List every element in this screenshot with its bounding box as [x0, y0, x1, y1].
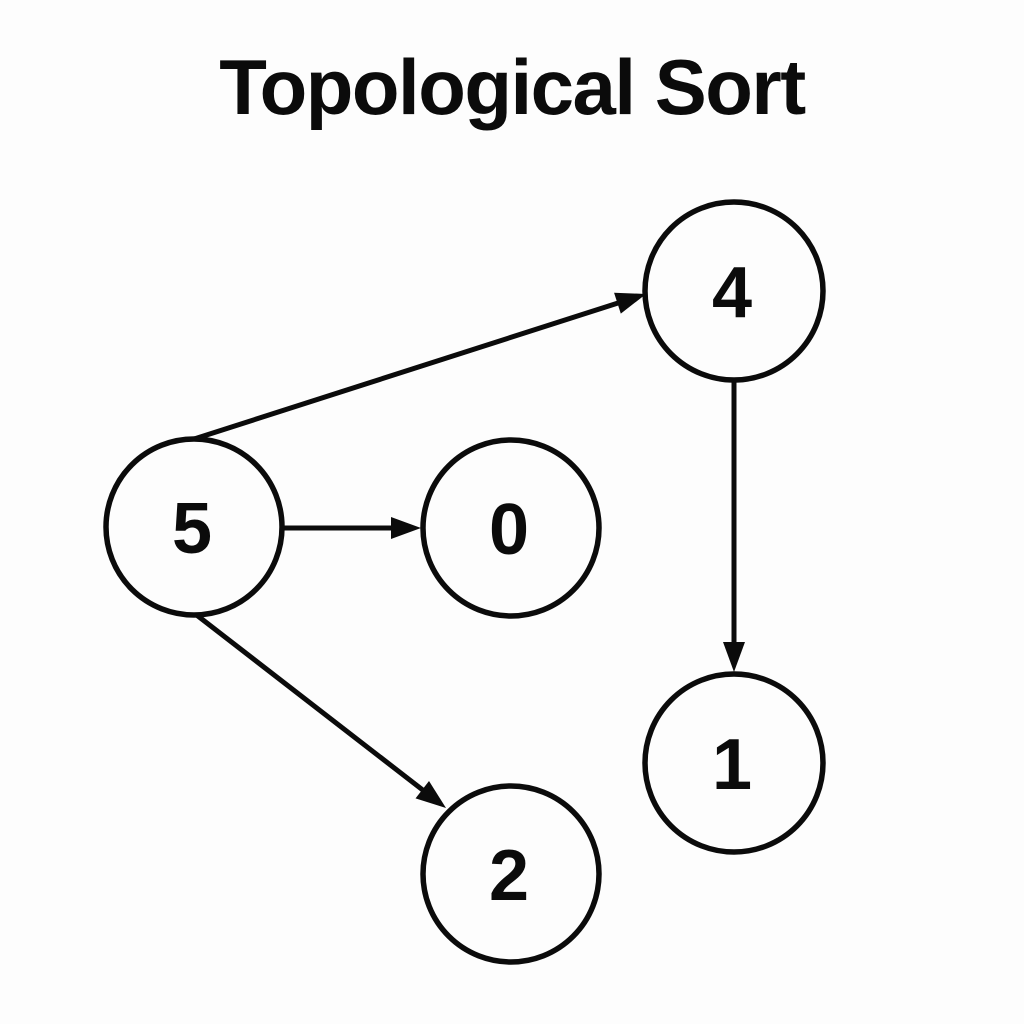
graph-edge-5-to-0[interactable]	[283, 517, 421, 539]
graph-node-2[interactable]: 2	[420, 783, 602, 965]
graph-node-5[interactable]: 5	[103, 436, 285, 618]
node-label: 0	[489, 490, 529, 570]
node-label: 5	[172, 489, 212, 569]
node-label: 4	[712, 253, 752, 333]
node-circle[interactable]	[642, 671, 826, 855]
nodes-layer: 5 0 4 1 2	[103, 199, 826, 965]
page-title: Topological Sort	[219, 43, 806, 131]
edges-layer	[190, 292, 745, 808]
graph-node-1[interactable]: 1	[642, 671, 826, 855]
edge-line	[192, 611, 429, 796]
edge-line	[190, 298, 624, 443]
arrowhead-icon	[614, 292, 646, 314]
node-label: 2	[489, 836, 529, 916]
node-circle[interactable]	[642, 199, 826, 383]
node-circle[interactable]	[420, 437, 602, 619]
graph-node-0[interactable]: 0	[420, 437, 602, 619]
node-label: 1	[712, 725, 752, 805]
graph-edge-5-to-2[interactable]	[192, 611, 446, 808]
arrowhead-icon	[391, 517, 421, 539]
graph-node-4[interactable]: 4	[642, 199, 826, 383]
graph-edge-4-to-1[interactable]	[723, 381, 745, 672]
node-circle[interactable]	[103, 436, 285, 618]
arrowhead-icon	[723, 642, 745, 672]
node-circle[interactable]	[420, 783, 602, 965]
arrowhead-icon	[415, 780, 446, 808]
graph-edge-5-to-4[interactable]	[190, 292, 646, 443]
